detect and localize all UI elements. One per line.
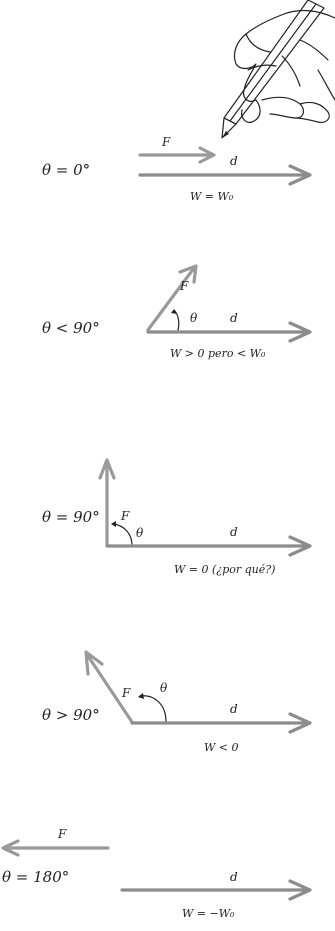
force-label: F [121,686,131,700]
hand-with-pencil-icon [222,0,335,138]
panel-theta-0: θ = 0° F d W = W₀ [42,135,310,203]
panel-theta-90: θ = 90° F θ d W = 0 (¿por qué?) [42,460,310,576]
work-label: W = 0 (¿por qué?) [174,563,275,576]
displacement-label: d [230,525,238,539]
angle-arrowhead [111,521,116,527]
work-label: W > 0 pero < W₀ [170,347,266,360]
work-label: W = W₀ [190,190,234,203]
condition-label: θ = 90° [42,508,100,526]
angle-arc [113,524,132,545]
angle-arrowhead [171,309,177,314]
displacement-arrow [148,323,310,341]
angle-label: θ [136,526,144,540]
displacement-arrow [132,714,310,732]
angle-label: θ [160,681,168,695]
force-arrow [3,841,108,855]
panel-theta-less-90: θ < 90° F θ d W > 0 pero < W₀ [42,266,310,360]
displacement-label: d [230,702,238,716]
force-label: F [179,279,189,293]
work-label: W = −W₀ [182,907,235,920]
panel-theta-180: θ = 180° F d W = −W₀ [2,827,310,920]
work-label: W < 0 [204,741,239,754]
angle-arrowhead [138,693,144,699]
displacement-label: d [230,870,238,884]
force-label: F [161,135,171,149]
angle-label: θ [190,311,198,325]
displacement-label: d [230,311,238,325]
displacement-arrow [140,166,310,184]
condition-label: θ > 90° [42,706,100,724]
force-arrow [140,148,214,162]
force-label: F [120,509,130,523]
force-label: F [57,827,67,841]
condition-label: θ = 0° [42,161,90,179]
condition-label: θ = 180° [2,868,69,886]
displacement-label: d [230,154,238,168]
angle-arc [140,696,166,722]
displacement-arrow [122,881,310,899]
force-arrow [100,460,114,545]
force-arrow [148,266,196,330]
condition-label: θ < 90° [42,319,100,337]
panel-theta-greater-90: θ > 90° F θ d W < 0 [42,652,310,754]
